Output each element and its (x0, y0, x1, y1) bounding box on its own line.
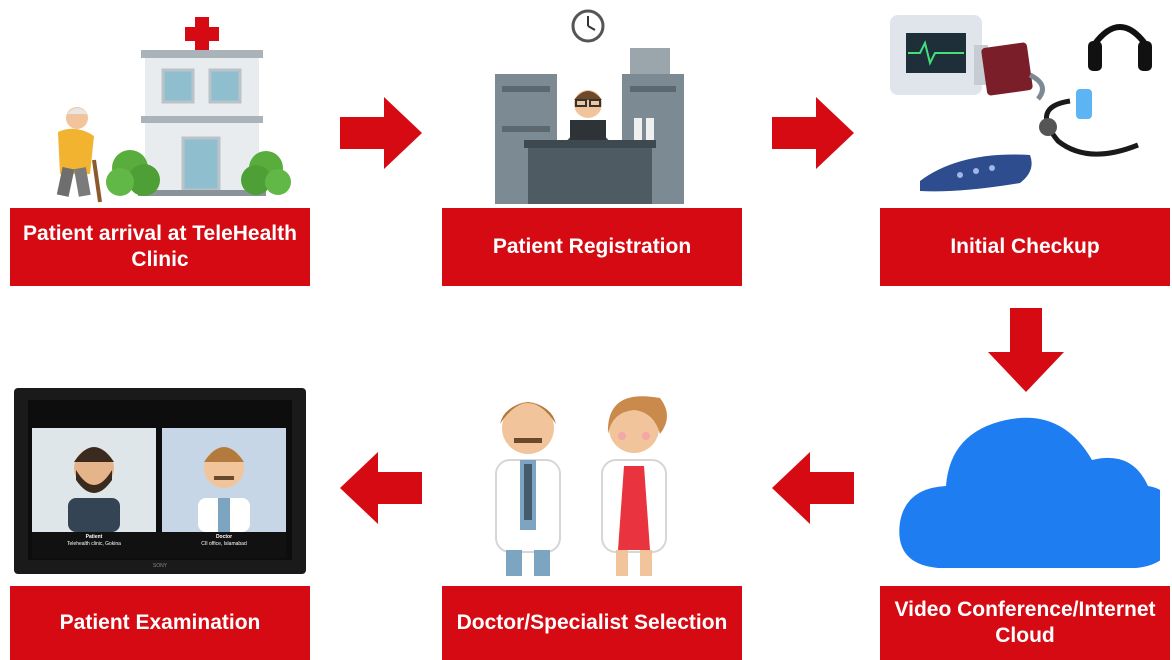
diagnostic-probe-icon (920, 154, 1032, 192)
female-doctor-icon (601, 396, 667, 576)
arrow-left-1 (772, 452, 854, 524)
tv-patient-location: Telehealth clinic, Gokina (67, 541, 121, 547)
step-label-selection: Doctor/Specialist Selection (442, 586, 742, 660)
headset-icon (1088, 24, 1152, 71)
step-label-examination: Patient Examination (10, 586, 310, 660)
bush-left (106, 150, 160, 196)
arrow-left-2 (340, 452, 422, 524)
step-label-checkup: Initial Checkup (880, 208, 1170, 286)
doctor-avatar-icon (198, 447, 250, 532)
tv-screen: Patient Telehealth clinic, Gokina Doctor… (14, 388, 306, 576)
medical-equipment-illustration (890, 15, 1152, 192)
tv-doctor-location: CII office, Islamabad (201, 541, 247, 547)
doctors-illustration (495, 396, 667, 576)
tv-brand-logo: SONY (152, 563, 168, 569)
step-label-arrival: Patient arrival at TeleHealth Clinic (10, 208, 310, 286)
male-doctor-icon (495, 402, 561, 576)
hospital-illustration (56, 17, 291, 203)
step-label-cloud: Video Conference/Internet Cloud (880, 586, 1170, 660)
arrow-right-1 (340, 97, 422, 169)
bush-right (241, 151, 291, 195)
vital-signs-monitor-icon (890, 15, 988, 95)
patient-avatar-icon (68, 447, 120, 532)
tv-doctor-name: Doctor (215, 534, 233, 540)
arrow-right-2 (772, 97, 854, 169)
clock-icon (571, 9, 605, 43)
tv-frame (14, 388, 306, 574)
hospital-building (138, 50, 266, 196)
elderly-patient-icon (56, 107, 102, 203)
cloud-icon (899, 417, 1160, 568)
tv-patient-name: Patient (85, 534, 103, 540)
step-label-registration: Patient Registration (442, 208, 742, 286)
red-cross-icon (185, 17, 219, 51)
arrow-down (988, 308, 1064, 392)
stethoscope-icon (1039, 89, 1139, 157)
registration-desk-illustration (495, 9, 684, 204)
bp-cuff-icon (981, 42, 1045, 101)
